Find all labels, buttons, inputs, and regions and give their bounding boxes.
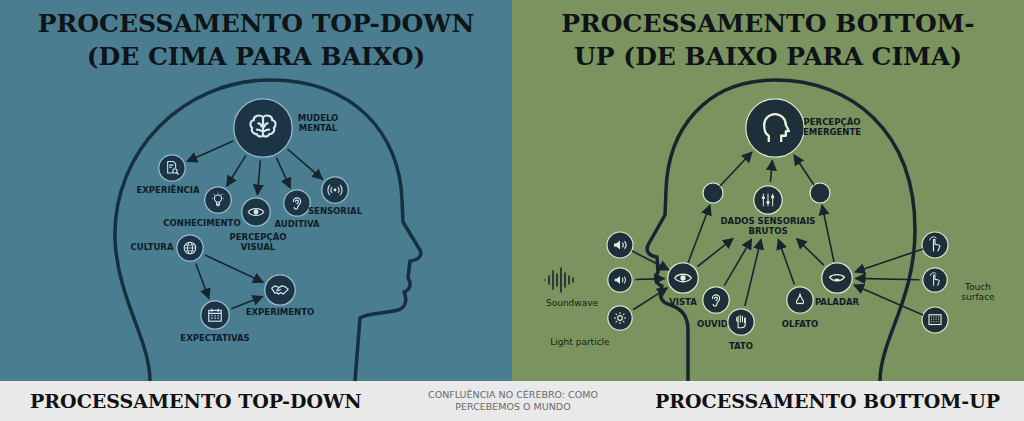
layout-arrow xyxy=(632,152,923,315)
node-label: EXPERIMENTO xyxy=(246,308,315,318)
node-circle xyxy=(753,185,783,215)
connector-arrow xyxy=(745,239,761,306)
sense-node: OLFATO xyxy=(786,286,814,314)
node-label: OLFATO xyxy=(782,320,818,330)
node-circle xyxy=(264,274,296,306)
sense-node: EXPERIMENTO xyxy=(264,274,296,306)
sense-node: CULTURA xyxy=(176,234,204,262)
connector-arrow xyxy=(778,239,794,284)
circle-holder xyxy=(753,185,783,215)
panel-title: PROCESSAMENTO TOP-DOWN (DE CIMA PARA BAI… xyxy=(36,8,476,73)
sense-node: Touch surface xyxy=(922,267,948,293)
sense-node: Light particle xyxy=(607,305,633,331)
node-label: TATO xyxy=(729,342,753,352)
node-label: VISTA xyxy=(669,298,697,308)
node-circle xyxy=(176,234,204,262)
node-circle xyxy=(821,262,853,294)
node-label: AUDITIVA xyxy=(275,220,320,230)
connector-arrow xyxy=(231,297,262,309)
connector-arrow xyxy=(724,239,751,286)
connector-arrow xyxy=(258,160,261,194)
sense-node: EXPECTATIVAS xyxy=(200,300,230,330)
sense-node: SENSORIAL xyxy=(321,176,349,204)
node-label: CULTURA xyxy=(131,243,174,253)
node-circle xyxy=(283,189,311,217)
node-label: Soundwave xyxy=(546,298,598,308)
sense-node: PERCEPÇÃO EMERGENTE xyxy=(745,98,805,158)
footer-title: PROCESSAMENTO BOTTOM-UP xyxy=(655,390,1000,412)
sensor-circle xyxy=(607,183,948,333)
head-outline-left xyxy=(115,80,421,381)
node-label: Light particle xyxy=(550,337,610,347)
sense-node: OUVIDO xyxy=(702,286,730,314)
sense-node: AUDITIVA xyxy=(283,189,311,217)
node-circle xyxy=(607,305,633,331)
panel-title: PROCESSAMENTO BOTTOM-UP (DE BAIXO PARA C… xyxy=(548,8,988,73)
sense-node: Soundwave xyxy=(607,267,633,293)
node-circle xyxy=(727,308,755,336)
sense-node: PALADAR xyxy=(821,262,853,294)
data-node: DADOS SENSORIAIS BRUTOS xyxy=(718,185,818,237)
node-label: PERCEPÇÃO VISUAL xyxy=(222,233,294,253)
node-circle xyxy=(667,262,699,294)
node-label: EXPECTATIVAS xyxy=(180,334,249,344)
connector-arrow xyxy=(698,238,734,266)
waveform xyxy=(545,268,573,292)
connector-arrow xyxy=(856,278,920,279)
node-circle xyxy=(204,186,232,214)
connector-arrow xyxy=(205,255,263,282)
connector-arrow xyxy=(288,149,323,179)
node-circle xyxy=(233,98,293,158)
node-circle xyxy=(200,300,230,330)
node-label: SENSORIAL xyxy=(308,207,362,217)
node-circle xyxy=(702,286,730,314)
node-circle xyxy=(745,98,805,158)
node-label: CONHECIMENTO xyxy=(163,219,240,229)
sense-node: EXPERIÊNCIA xyxy=(158,154,186,182)
sense-node: PERCEPÇÃO VISUAL xyxy=(241,197,271,227)
sense-node: MUDELO MENTAL xyxy=(233,98,293,158)
sense-node: TATO xyxy=(727,308,755,336)
node-circle xyxy=(607,267,633,293)
node-label: DADOS SENSORIAIS BRUTOS xyxy=(718,215,818,237)
connector-arrow xyxy=(636,278,665,280)
node-circle xyxy=(922,267,948,293)
node-label: MUDELO MENTAL xyxy=(286,114,350,134)
connector-arrow xyxy=(797,239,824,266)
node-circle xyxy=(321,176,349,204)
connector-arrow xyxy=(227,156,246,186)
connector-arrow xyxy=(633,288,667,310)
node-circle xyxy=(158,154,186,182)
sense-node: CONHECIMENTO xyxy=(204,186,232,214)
node-circle xyxy=(786,286,814,314)
node-label: EXPERIÊNCIA xyxy=(137,186,200,196)
connector-arrow xyxy=(770,160,772,182)
node-label: PERCEPÇÃO EMERGENTE xyxy=(801,118,863,138)
connector-arrow xyxy=(196,264,209,299)
sense-node: VISTA xyxy=(667,262,699,294)
node-label: Touch surface xyxy=(948,282,1008,303)
footer-title: PROCESSAMENTO TOP-DOWN xyxy=(30,390,362,412)
node-label: PALADAR xyxy=(815,298,859,308)
node-circle xyxy=(241,197,271,227)
head-outline-right xyxy=(647,80,915,381)
connector-arrow xyxy=(187,141,233,161)
caption: CONFLUÊNCIA NO CÉREBRO: COMO PERCEBEMOS … xyxy=(428,389,598,413)
connector-arrow xyxy=(276,158,290,188)
